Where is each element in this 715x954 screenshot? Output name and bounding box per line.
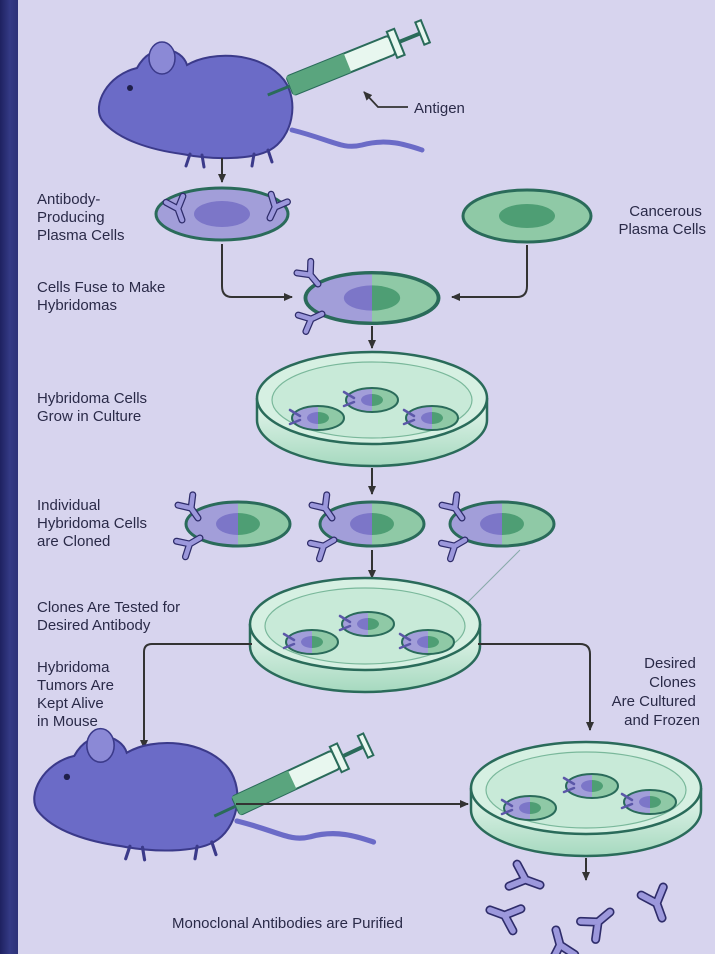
arrow-test-to-frozen (478, 644, 590, 730)
arrow-cancer-to-fusion (452, 245, 527, 297)
cell-in-dish (404, 406, 458, 430)
label-antigen: Antigen (414, 100, 465, 117)
label-cancerous: Cancerous Plasma Cells (618, 203, 706, 238)
cancerous-plasma-cell (463, 190, 591, 242)
cell-in-dish (400, 630, 454, 654)
antibody-icon (641, 887, 673, 922)
label-antibody-producing: Antibody- Producing Plasma Cells (37, 191, 125, 244)
hybridoma-cell-fused (305, 273, 438, 324)
label-cloned: Individual Hybridoma Cells are Cloned (37, 497, 151, 550)
label-grow: Hybridoma Cells Grow in Culture (37, 390, 151, 425)
antibody-icon (545, 927, 575, 954)
connector-line (460, 550, 520, 610)
label-desired: Desired Clones Are Cultured and Frozen (612, 655, 700, 729)
antibody-icon (509, 864, 544, 896)
cell-in-dish (284, 630, 338, 654)
label-fuse: Cells Fuse to Make Hybridomas (37, 279, 170, 314)
label-tested: Clones Are Tested for Desired Antibody (37, 599, 184, 634)
cell-in-dish (622, 790, 676, 814)
cell-in-dish (502, 796, 556, 820)
label-purified: Monoclonal Antibodies are Purified (172, 915, 403, 932)
antigen-arrow (364, 92, 408, 107)
antibody-icon (486, 899, 521, 931)
antibody-icon (581, 903, 618, 939)
cell-in-dish (344, 388, 398, 412)
cell-in-dish (290, 406, 344, 430)
mouse-bottom (34, 729, 373, 860)
cell-in-dish (564, 774, 618, 798)
arrow-test-to-mouse (144, 644, 252, 748)
label-tumors: Hybridoma Tumors Are Kept Alive in Mouse (37, 659, 118, 730)
arrow-plasma-to-fusion (222, 244, 292, 297)
cell-in-dish (340, 612, 394, 636)
